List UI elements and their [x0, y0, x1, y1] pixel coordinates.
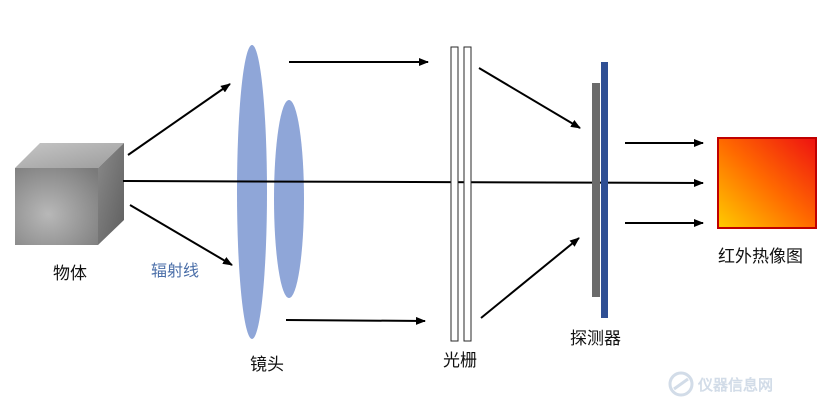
- ray-upper: [127, 83, 231, 156]
- ray-lower: [129, 204, 233, 266]
- watermark: 仪器信息网: [668, 371, 773, 397]
- detector-label: 探测器: [570, 329, 621, 349]
- detector-back: [601, 62, 608, 318]
- optical-axis: [122, 178, 704, 187]
- grating-plate-2: [463, 46, 472, 342]
- object-cube: [15, 143, 124, 245]
- watermark-text: 仪器信息网: [698, 375, 774, 394]
- radiation-label: 辐射线: [151, 261, 200, 280]
- detector-front: [592, 83, 600, 297]
- object-label: 物体: [53, 264, 87, 284]
- lens-small: [274, 100, 304, 298]
- ray-lens-grating-bottom: [285, 316, 426, 325]
- ray-grating-detector-top: [478, 67, 581, 129]
- watermark-logo-icon: [668, 371, 694, 397]
- grating-plate-1: [450, 46, 459, 342]
- grating-label: 光栅: [443, 351, 477, 371]
- infrared-image: [717, 137, 817, 229]
- lens-label: 镜头: [250, 355, 284, 375]
- ray-grating-detector-bottom: [480, 237, 580, 319]
- infrared-image-label: 红外热像图: [718, 247, 803, 267]
- lens-large: [237, 45, 267, 339]
